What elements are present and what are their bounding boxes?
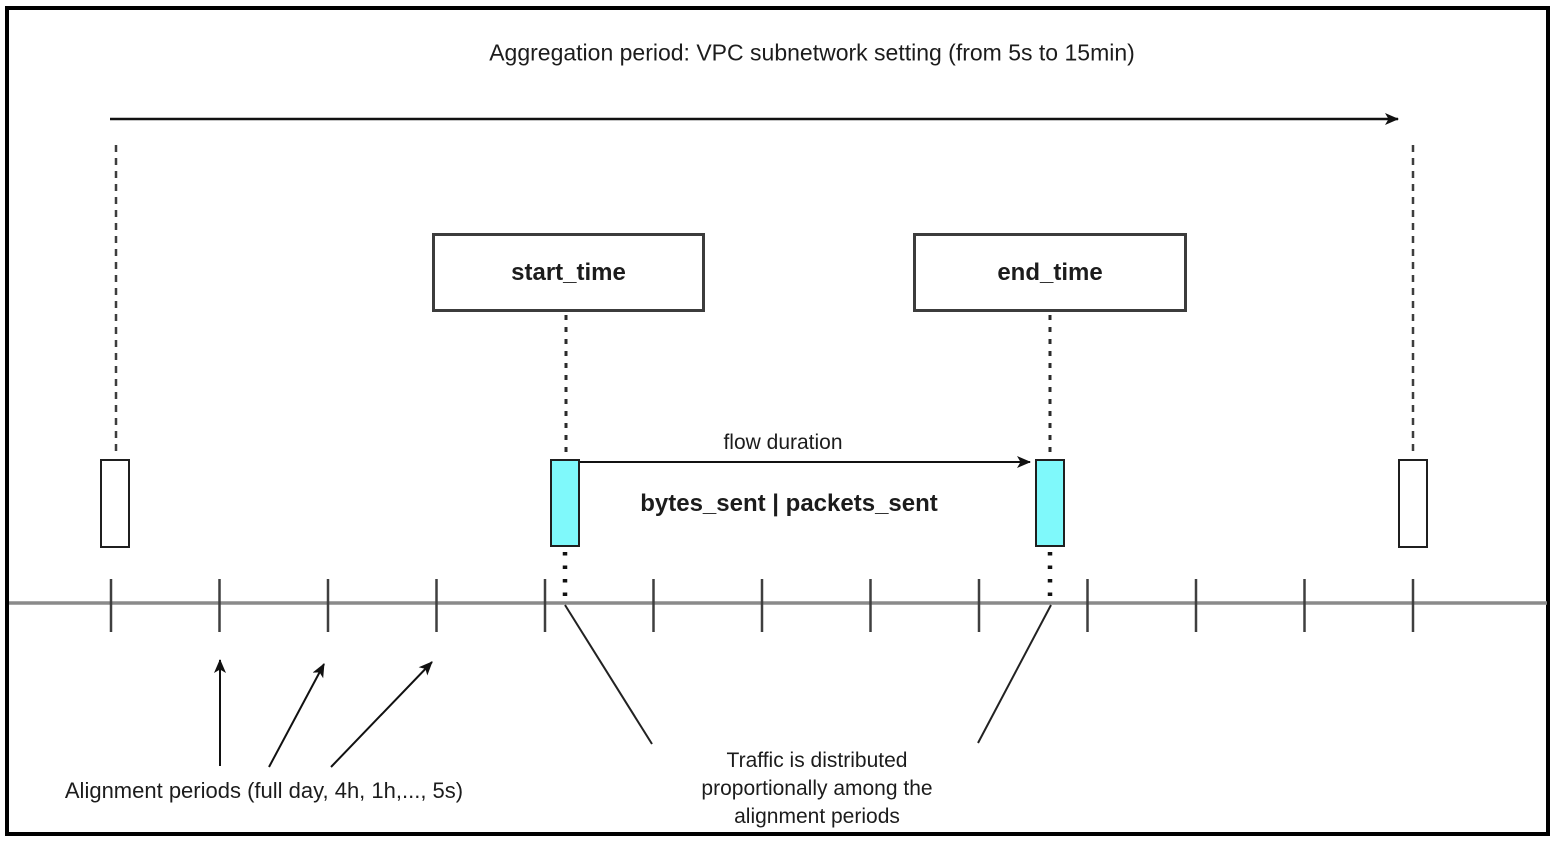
start-time-label: start_time — [511, 258, 626, 286]
end-time-box: end_time — [913, 233, 1187, 312]
timeline-ticks — [109, 579, 1415, 632]
end-time-label: end_time — [997, 258, 1103, 286]
flow-duration-label: flow duration — [723, 431, 843, 454]
start-time-box: start_time — [432, 233, 705, 312]
flow-start-marker — [550, 459, 580, 547]
alignment-periods-label: Alignment periods (full day, 4h, 1h,...,… — [64, 778, 464, 803]
traffic-leader-left — [564, 604, 653, 745]
right-boundary-marker — [1398, 459, 1428, 548]
traffic-distribution-note: Traffic is distributed proportionally am… — [701, 749, 933, 828]
flow-end-marker — [1035, 459, 1065, 547]
diagram-border — [5, 6, 1550, 836]
traffic-leader-right — [977, 604, 1052, 744]
diagram-title: Aggregation period: VPC subnetwork setti… — [489, 39, 1135, 66]
alignment-arrow-3 — [330, 661, 433, 768]
metrics-label: bytes_sent | packets_sent — [640, 490, 938, 517]
alignment-arrow-2 — [268, 663, 325, 768]
left-boundary-marker — [100, 459, 130, 548]
